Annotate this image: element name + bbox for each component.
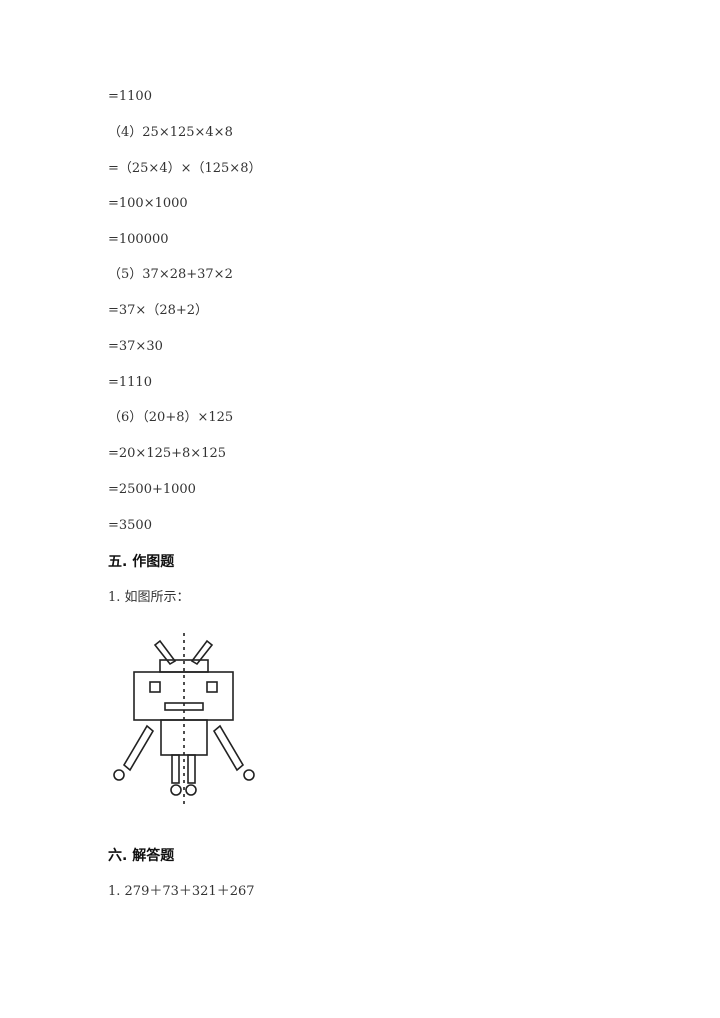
calc-line: =1110 [108,375,152,390]
calc-line: （6）（20+8）×125 [108,410,234,425]
section-heading-drawing: 五. 作图题 [108,554,175,570]
calc-line: =2500+1000 [108,482,196,497]
calc-line: （5）37×28+37×2 [108,267,233,282]
left-arm [122,724,155,772]
right-arm [212,724,245,772]
calc-line: =37×（28+2） [108,303,209,318]
left-foot [170,784,182,796]
left-antenna [153,639,177,666]
question-text: 1. 279＋73＋321＋267 [108,884,255,899]
right-antenna [190,639,214,666]
calc-line: =（25×4）×（125×8） [108,161,262,176]
right-hand [243,769,255,781]
right-leg [187,754,196,784]
calc-line: （4）25×125×4×8 [108,125,233,140]
calc-line: =37×30 [108,339,163,354]
calc-line: =3500 [108,518,152,533]
robot-figure [105,628,265,808]
section-heading-solve: 六. 解答题 [108,848,175,864]
question-text: 1. 如图所示： [108,590,190,605]
left-leg [171,754,180,784]
calc-line: =20×125+8×125 [108,446,227,461]
right-eye [206,681,218,693]
calc-line: =100×1000 [108,196,188,211]
left-eye [149,681,161,693]
calc-line: =100000 [108,232,169,247]
calc-line: =1100 [108,89,152,104]
left-hand [113,769,125,781]
right-foot [185,784,197,796]
